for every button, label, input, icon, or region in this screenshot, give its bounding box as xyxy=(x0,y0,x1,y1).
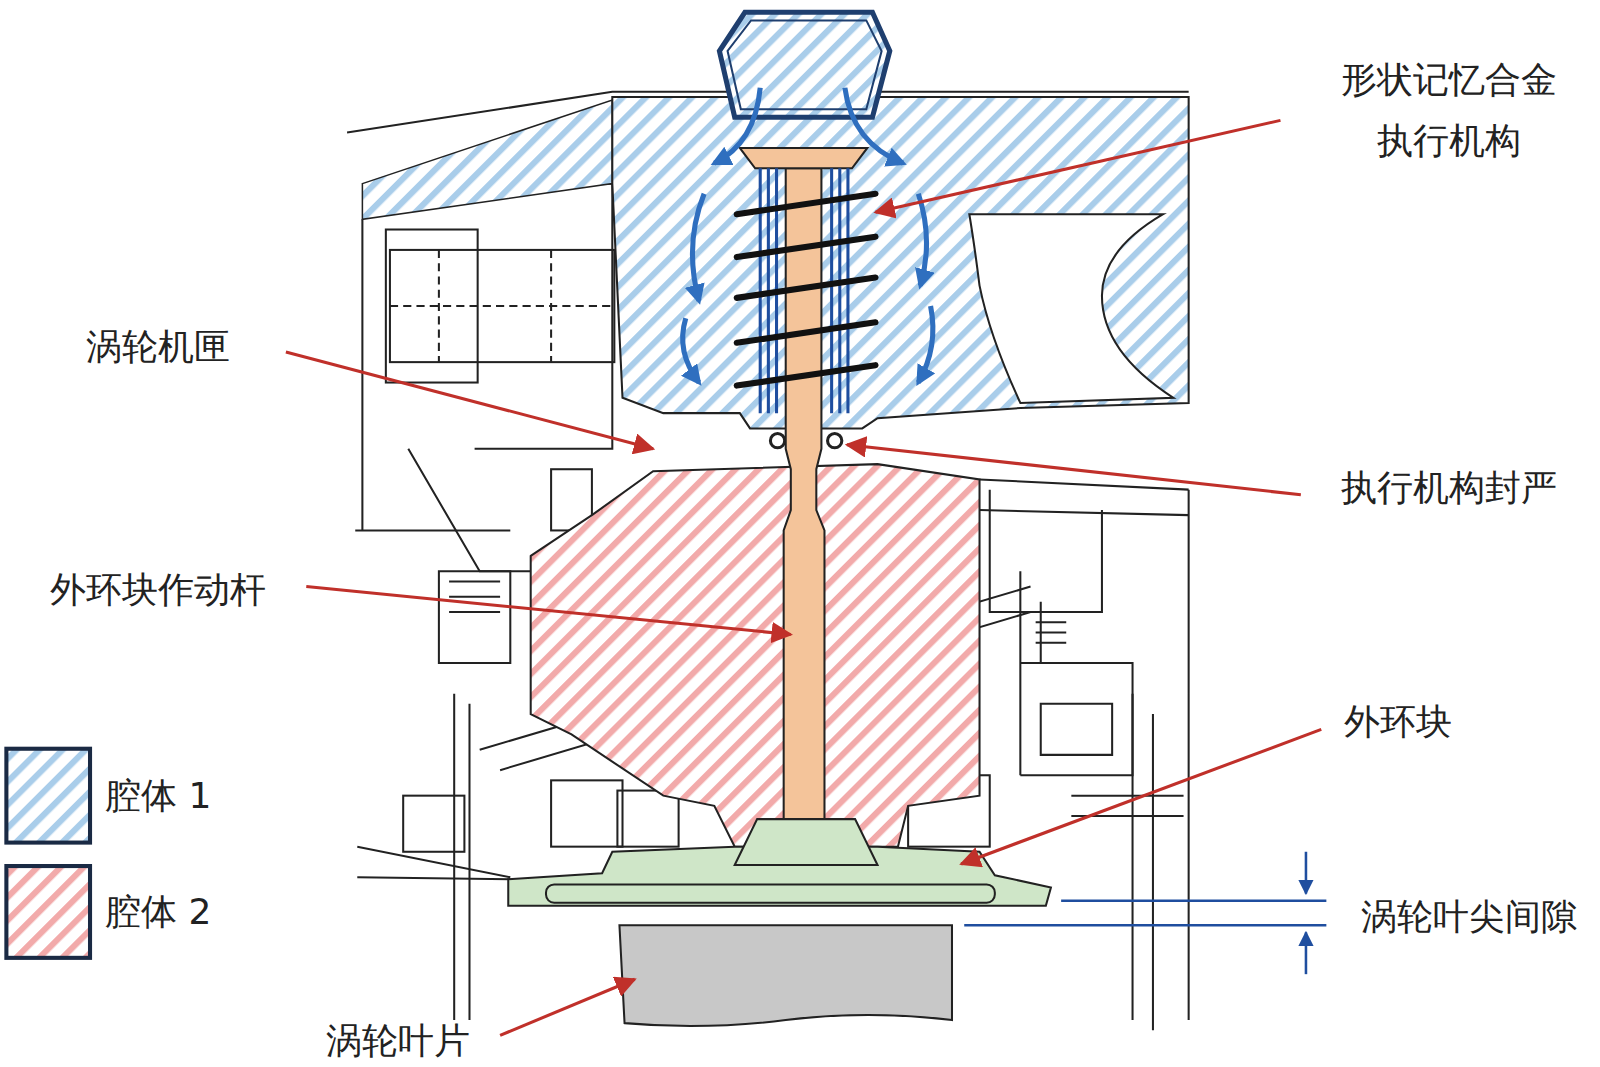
callout-label: 外环块作动杆 xyxy=(50,568,266,611)
legend-label: 腔体 1 xyxy=(105,774,211,817)
legend-label: 腔体 2 xyxy=(105,890,211,933)
callout-label: 外环块 xyxy=(1344,700,1452,743)
callout-label: 执行机构封严 xyxy=(1341,466,1557,509)
callout-label: 涡轮叶尖间隙 xyxy=(1361,895,1577,938)
leader-lines xyxy=(286,120,1321,1035)
casing-lines xyxy=(347,92,1189,1030)
callout-label: 涡轮机匣 xyxy=(86,325,230,368)
legend-swatch xyxy=(6,866,90,958)
callout-label: 涡轮叶片 xyxy=(326,1019,470,1062)
callout-label: 形状记忆合金 执行机构 xyxy=(1324,49,1574,171)
legend-swatch xyxy=(6,749,90,843)
